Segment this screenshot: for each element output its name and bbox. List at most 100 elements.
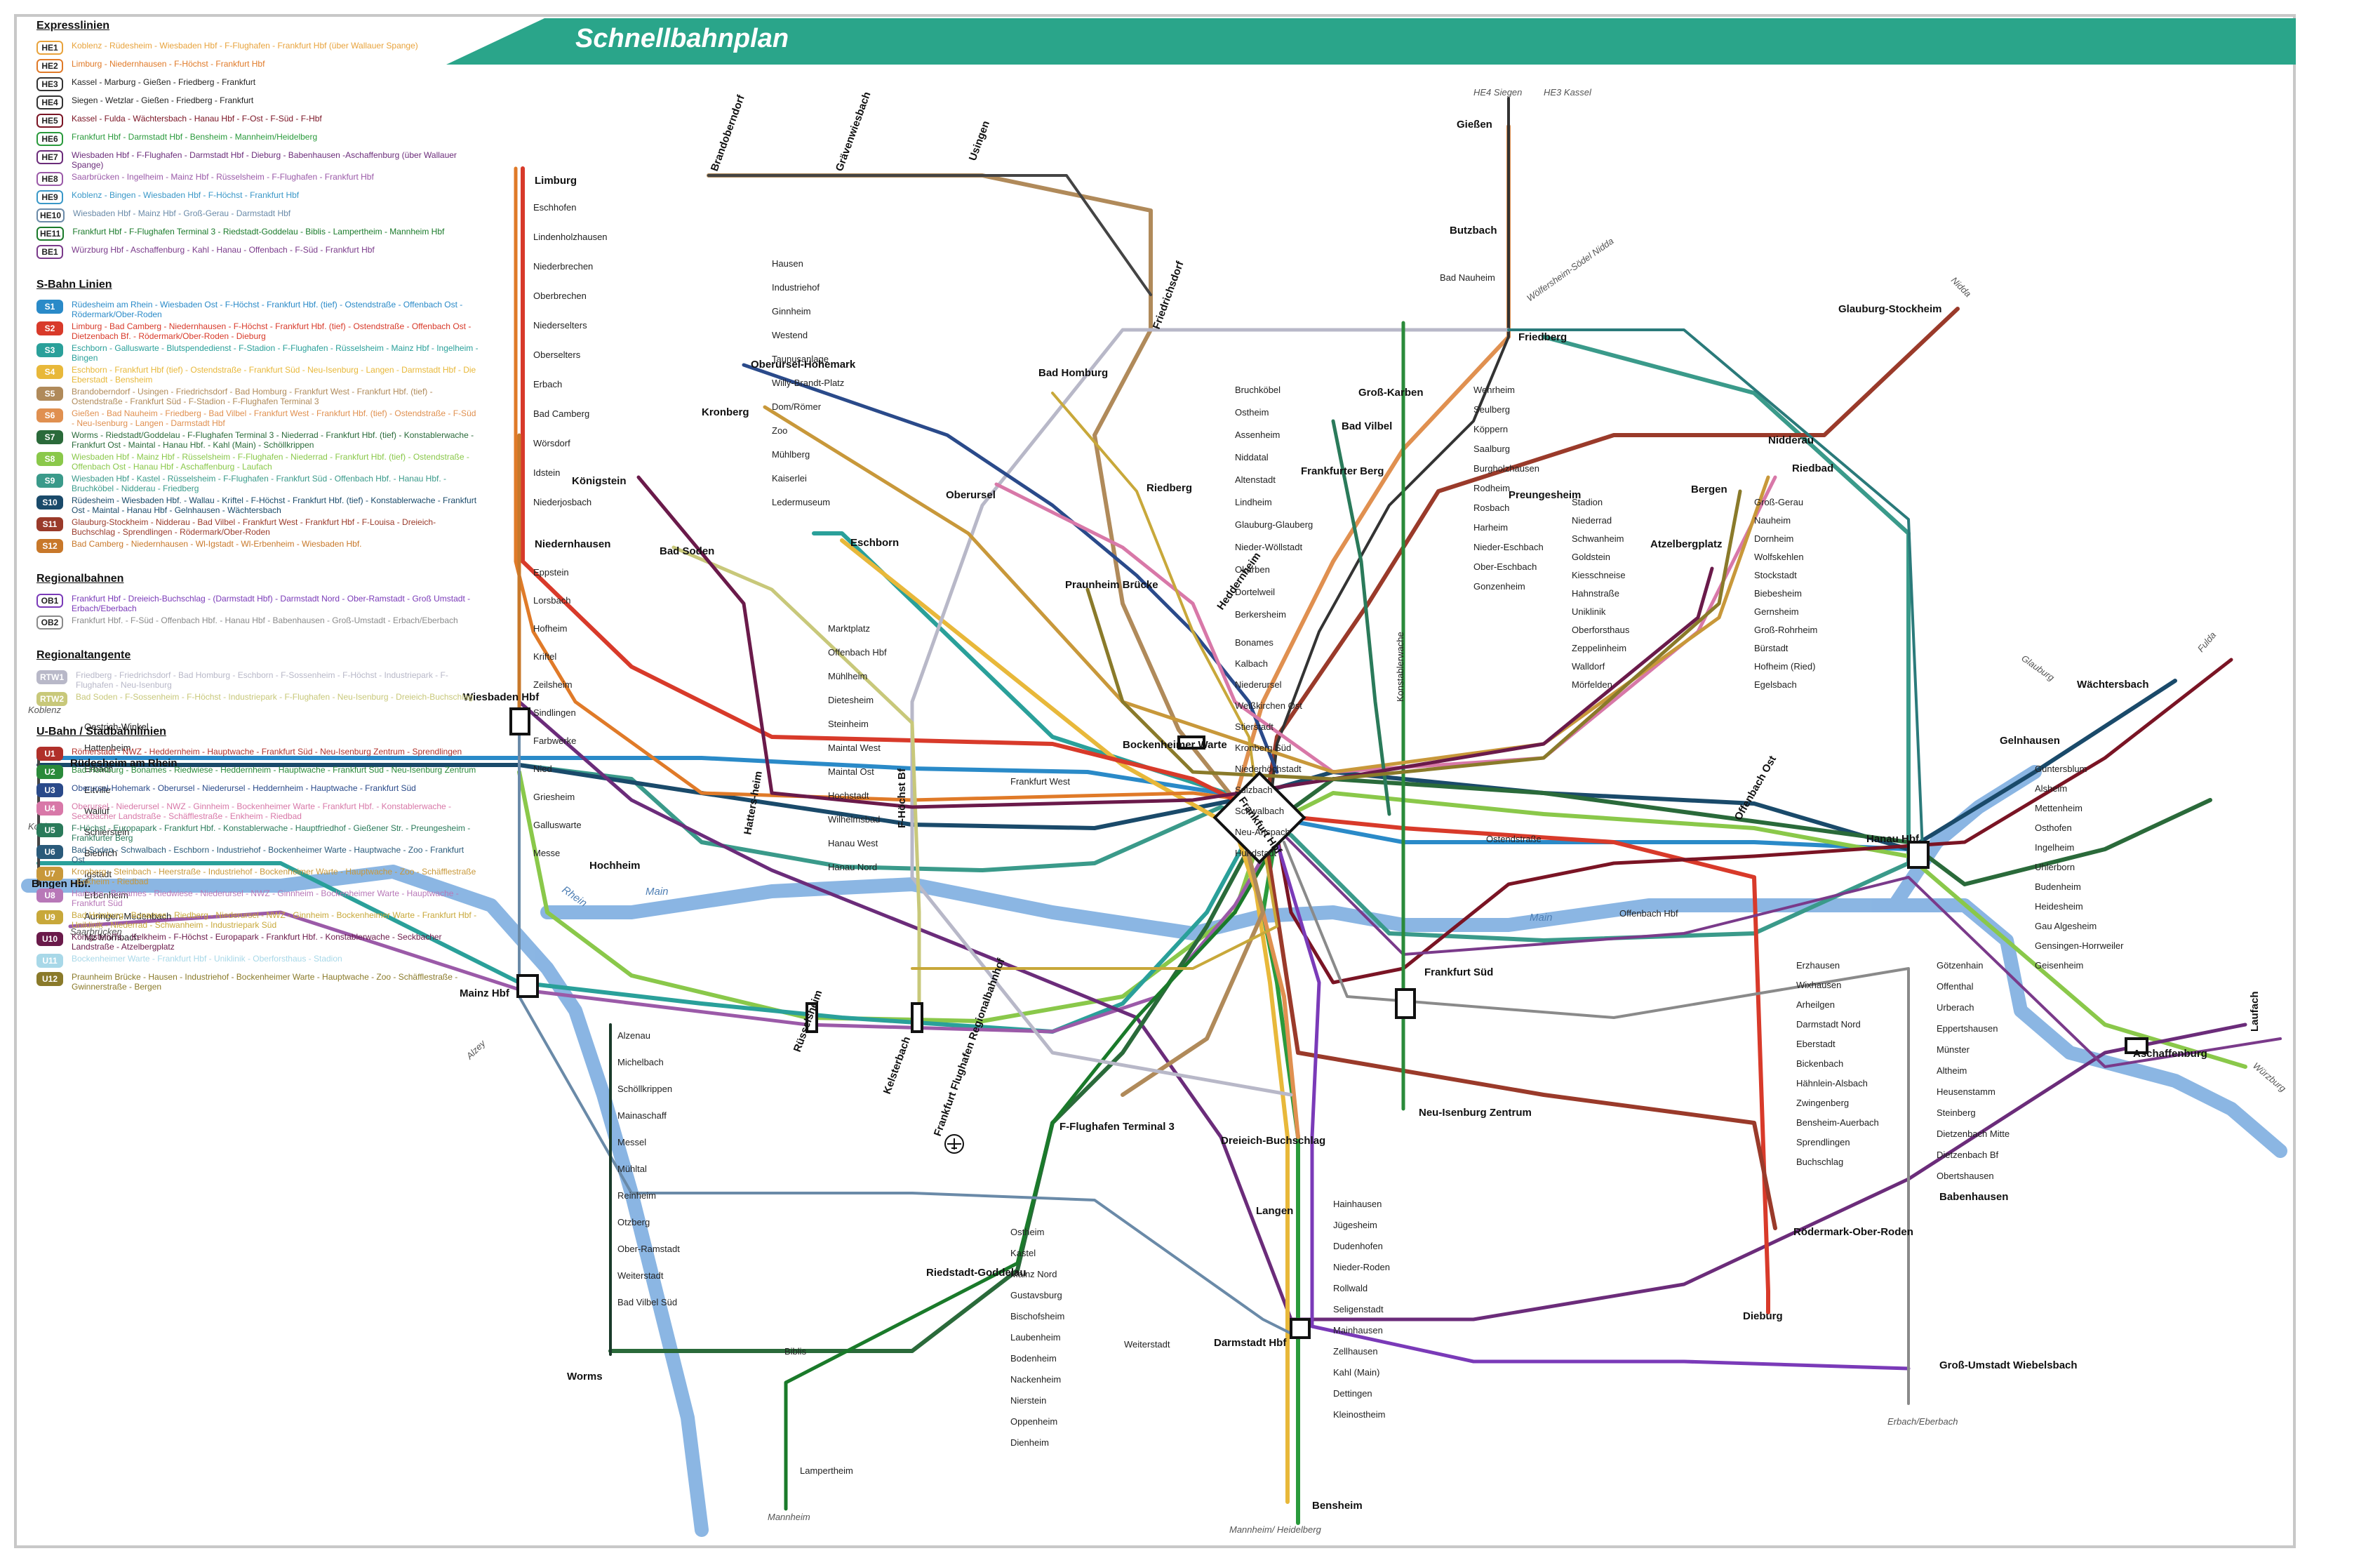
- station-label[interactable]: Mühlheim: [828, 671, 867, 681]
- station-label[interactable]: Gustavsburg: [1010, 1290, 1062, 1300]
- label-niedernhausen[interactable]: Niedernhausen: [535, 538, 610, 550]
- station-label[interactable]: Lindenholzhausen: [533, 232, 608, 242]
- station-label[interactable]: Hofheim: [533, 623, 567, 634]
- station-label[interactable]: Hausen: [772, 258, 803, 269]
- station-label[interactable]: Marktplatz: [828, 623, 870, 634]
- label-konstablerwache[interactable]: Konstablerwache: [1395, 632, 1405, 702]
- label-graevenwiesbach[interactable]: Grävenwiesbach: [834, 91, 874, 173]
- station-label[interactable]: Kriftel: [533, 651, 556, 662]
- label-mainz-hbf[interactable]: Mainz Hbf: [460, 987, 510, 999]
- station-label[interactable]: Niederbrechen: [533, 261, 593, 272]
- label-babenhausen[interactable]: Babenhausen: [1939, 1191, 2008, 1203]
- station-label[interactable]: Oestrich-Winkel: [84, 721, 149, 732]
- station-label[interactable]: Bickenbach: [1796, 1058, 1843, 1069]
- station-label[interactable]: Niederrad: [1572, 515, 1612, 526]
- label-oberursel-hohemark[interactable]: Oberursel-Hohemark: [751, 359, 856, 371]
- label-usingen[interactable]: Usingen: [967, 119, 992, 162]
- hub-flughafen[interactable]: [911, 1002, 923, 1033]
- label-bingen[interactable]: Bingen Hbf.: [32, 878, 91, 890]
- label-frankfurter-berg[interactable]: Frankfurter Berg: [1301, 465, 1384, 477]
- station-label[interactable]: Nierstein: [1010, 1395, 1046, 1406]
- station-label[interactable]: Erbenheim: [84, 890, 128, 900]
- station-label[interactable]: Lorsbach: [533, 595, 570, 606]
- label-offenbach-ost[interactable]: Offenbach Ost: [1732, 754, 1779, 823]
- label-butzbach[interactable]: Butzbach: [1450, 225, 1497, 237]
- station-label[interactable]: Dom/Römer: [772, 401, 822, 412]
- label-heddernheim[interactable]: Heddernheim: [1215, 550, 1263, 612]
- label-preungesheim[interactable]: Preungesheim: [1509, 489, 1581, 501]
- label-offenbach-hbf[interactable]: Offenbach Hbf: [1619, 908, 1678, 919]
- label-gross-karben[interactable]: Groß-Karben: [1358, 387, 1424, 399]
- label-riedstadt[interactable]: Riedstadt-Goddelau: [926, 1267, 1027, 1279]
- label-bockenheimer-warte[interactable]: Bockenheimer Warte: [1123, 739, 1227, 751]
- station-label[interactable]: Nauheim: [1754, 515, 1791, 526]
- station-label[interactable]: Eschhofen: [533, 202, 576, 213]
- label-glauburg[interactable]: Glauburg-Stockheim: [1838, 303, 1942, 315]
- station-label[interactable]: Eppertshausen: [1937, 1023, 1998, 1034]
- station-label[interactable]: Eberstadt: [1796, 1039, 1836, 1049]
- station-label[interactable]: Mühlberg: [772, 449, 810, 460]
- station-label[interactable]: Mettenheim: [2035, 803, 2082, 813]
- station-label[interactable]: Idstein: [533, 467, 560, 478]
- station-label[interactable]: Saalburg: [1473, 444, 1510, 454]
- station-label[interactable]: Seulberg: [1473, 404, 1510, 415]
- station-label[interactable]: Dietzenbach Bf: [1937, 1150, 1999, 1160]
- station-label[interactable]: Assenheim: [1235, 430, 1280, 440]
- station-label[interactable]: Steinberg: [1937, 1107, 1976, 1118]
- station-label[interactable]: Glauburg-Glauberg: [1235, 519, 1313, 530]
- station-label[interactable]: Niederselters: [533, 320, 587, 331]
- station-label[interactable]: Griesheim: [533, 792, 575, 802]
- station-label[interactable]: Nied: [533, 764, 552, 774]
- station-label[interactable]: Kahl (Main): [1333, 1367, 1379, 1378]
- station-label[interactable]: Ostheim: [1010, 1227, 1044, 1237]
- station-label[interactable]: Farbwerke: [533, 735, 576, 746]
- station-label[interactable]: Mz Mombach: [84, 932, 139, 943]
- station-label[interactable]: Arheilgen: [1796, 999, 1835, 1010]
- station-label[interactable]: Zeilsheim: [533, 679, 573, 690]
- station-label[interactable]: Ledermuseum: [772, 497, 830, 507]
- station-label[interactable]: Biebesheim: [1754, 588, 1802, 599]
- station-label[interactable]: Westend: [772, 330, 808, 340]
- station-label[interactable]: Erbach: [533, 379, 562, 390]
- station-label[interactable]: Goldstein: [1572, 552, 1610, 562]
- label-weiterstadt[interactable]: Weiterstadt: [1124, 1339, 1170, 1350]
- station-label[interactable]: Bensheim-Auerbach: [1796, 1117, 1879, 1128]
- station-label[interactable]: Wilhelmsbad: [828, 814, 880, 825]
- station-label[interactable]: Neu-Anspach: [1235, 827, 1290, 837]
- station-label[interactable]: Mühltal: [617, 1164, 647, 1174]
- station-label[interactable]: Zwingenberg: [1796, 1098, 1849, 1108]
- station-label[interactable]: Sprendlingen: [1796, 1137, 1850, 1147]
- label-bad-vilbel[interactable]: Bad Vilbel: [1342, 420, 1392, 432]
- station-label[interactable]: Kalbach: [1235, 658, 1268, 669]
- label-kronberg[interactable]: Kronberg: [702, 406, 749, 418]
- station-label[interactable]: Erzhausen: [1796, 960, 1840, 971]
- station-label[interactable]: Sindlingen: [533, 707, 576, 718]
- station-label[interactable]: Bürstadt: [1754, 643, 1789, 653]
- station-label[interactable]: Dietesheim: [828, 695, 874, 705]
- station-label[interactable]: Egelsbach: [1754, 679, 1797, 690]
- label-ruesselsheim[interactable]: Rüsselsheim: [791, 989, 825, 1054]
- label-atzelbergplatz[interactable]: Atzelbergplatz: [1650, 538, 1723, 550]
- station-label[interactable]: Dortelweil: [1235, 587, 1275, 597]
- station-label[interactable]: Maintal Ost: [828, 766, 874, 777]
- station-label[interactable]: Reinheim: [617, 1190, 656, 1201]
- label-roedermark[interactable]: Rödermark-Ober-Roden: [1793, 1226, 1913, 1238]
- station-label[interactable]: Groß-Rohrheim: [1754, 625, 1817, 635]
- label-gelnhausen[interactable]: Gelnhausen: [2000, 735, 2060, 747]
- station-label[interactable]: Jügesheim: [1333, 1220, 1377, 1230]
- station-label[interactable]: Hattenheim: [84, 743, 131, 753]
- station-label[interactable]: Osthofen: [2035, 823, 2072, 833]
- station-label[interactable]: Uhlerborn: [2035, 862, 2075, 872]
